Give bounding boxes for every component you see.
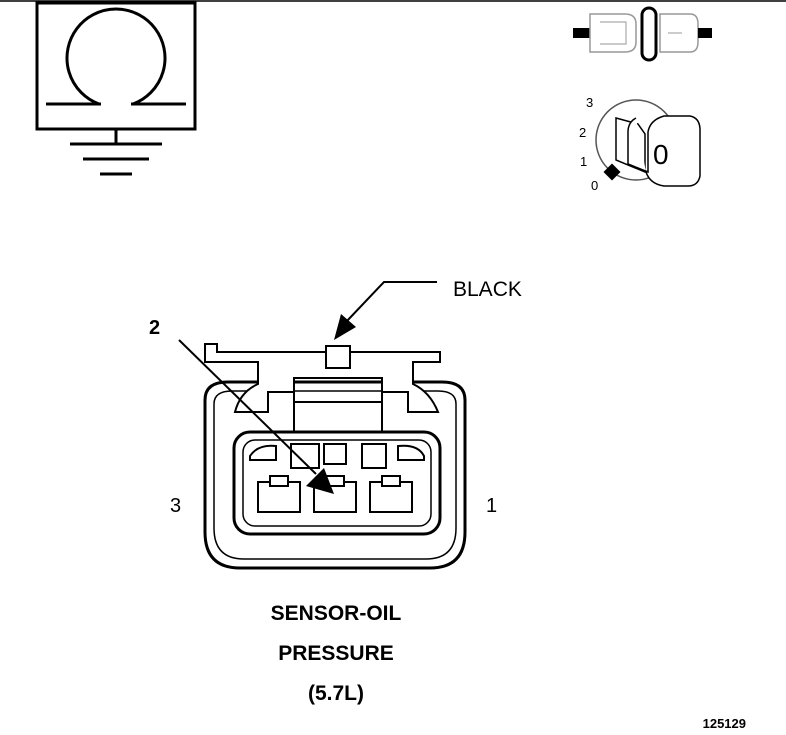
ignition-position-label: 3	[586, 95, 593, 110]
caption-line-2: PRESSURE	[278, 642, 394, 665]
pin-1-label: 1	[486, 495, 497, 517]
caption-line-3: (5.7L)	[307, 682, 364, 705]
ignition-key-icon	[595, 99, 701, 187]
figure-number: 125129	[702, 716, 746, 731]
sensor-connector	[203, 343, 467, 570]
caption-line-1: SENSOR-OIL	[270, 602, 402, 625]
ignition-position-label: 0	[591, 178, 598, 193]
ignition-position-label: 2	[579, 125, 586, 140]
color-label: BLACK	[453, 278, 522, 301]
callout-number: 2	[149, 317, 160, 339]
black-callout-arrow	[334, 281, 437, 340]
ohmmeter-icon	[35, 1, 197, 176]
disconnected-connector-icon	[573, 6, 712, 62]
ignition-position-label: 1	[580, 154, 587, 169]
terminal-cavity-3	[257, 475, 301, 513]
cavity-2-callout-arrow	[178, 339, 334, 494]
ignition-key-label: 0	[653, 139, 669, 170]
ignition-pointer-icon	[603, 163, 621, 181]
terminal-cavity-1	[369, 475, 413, 513]
pin-3-label: 3	[170, 495, 181, 517]
